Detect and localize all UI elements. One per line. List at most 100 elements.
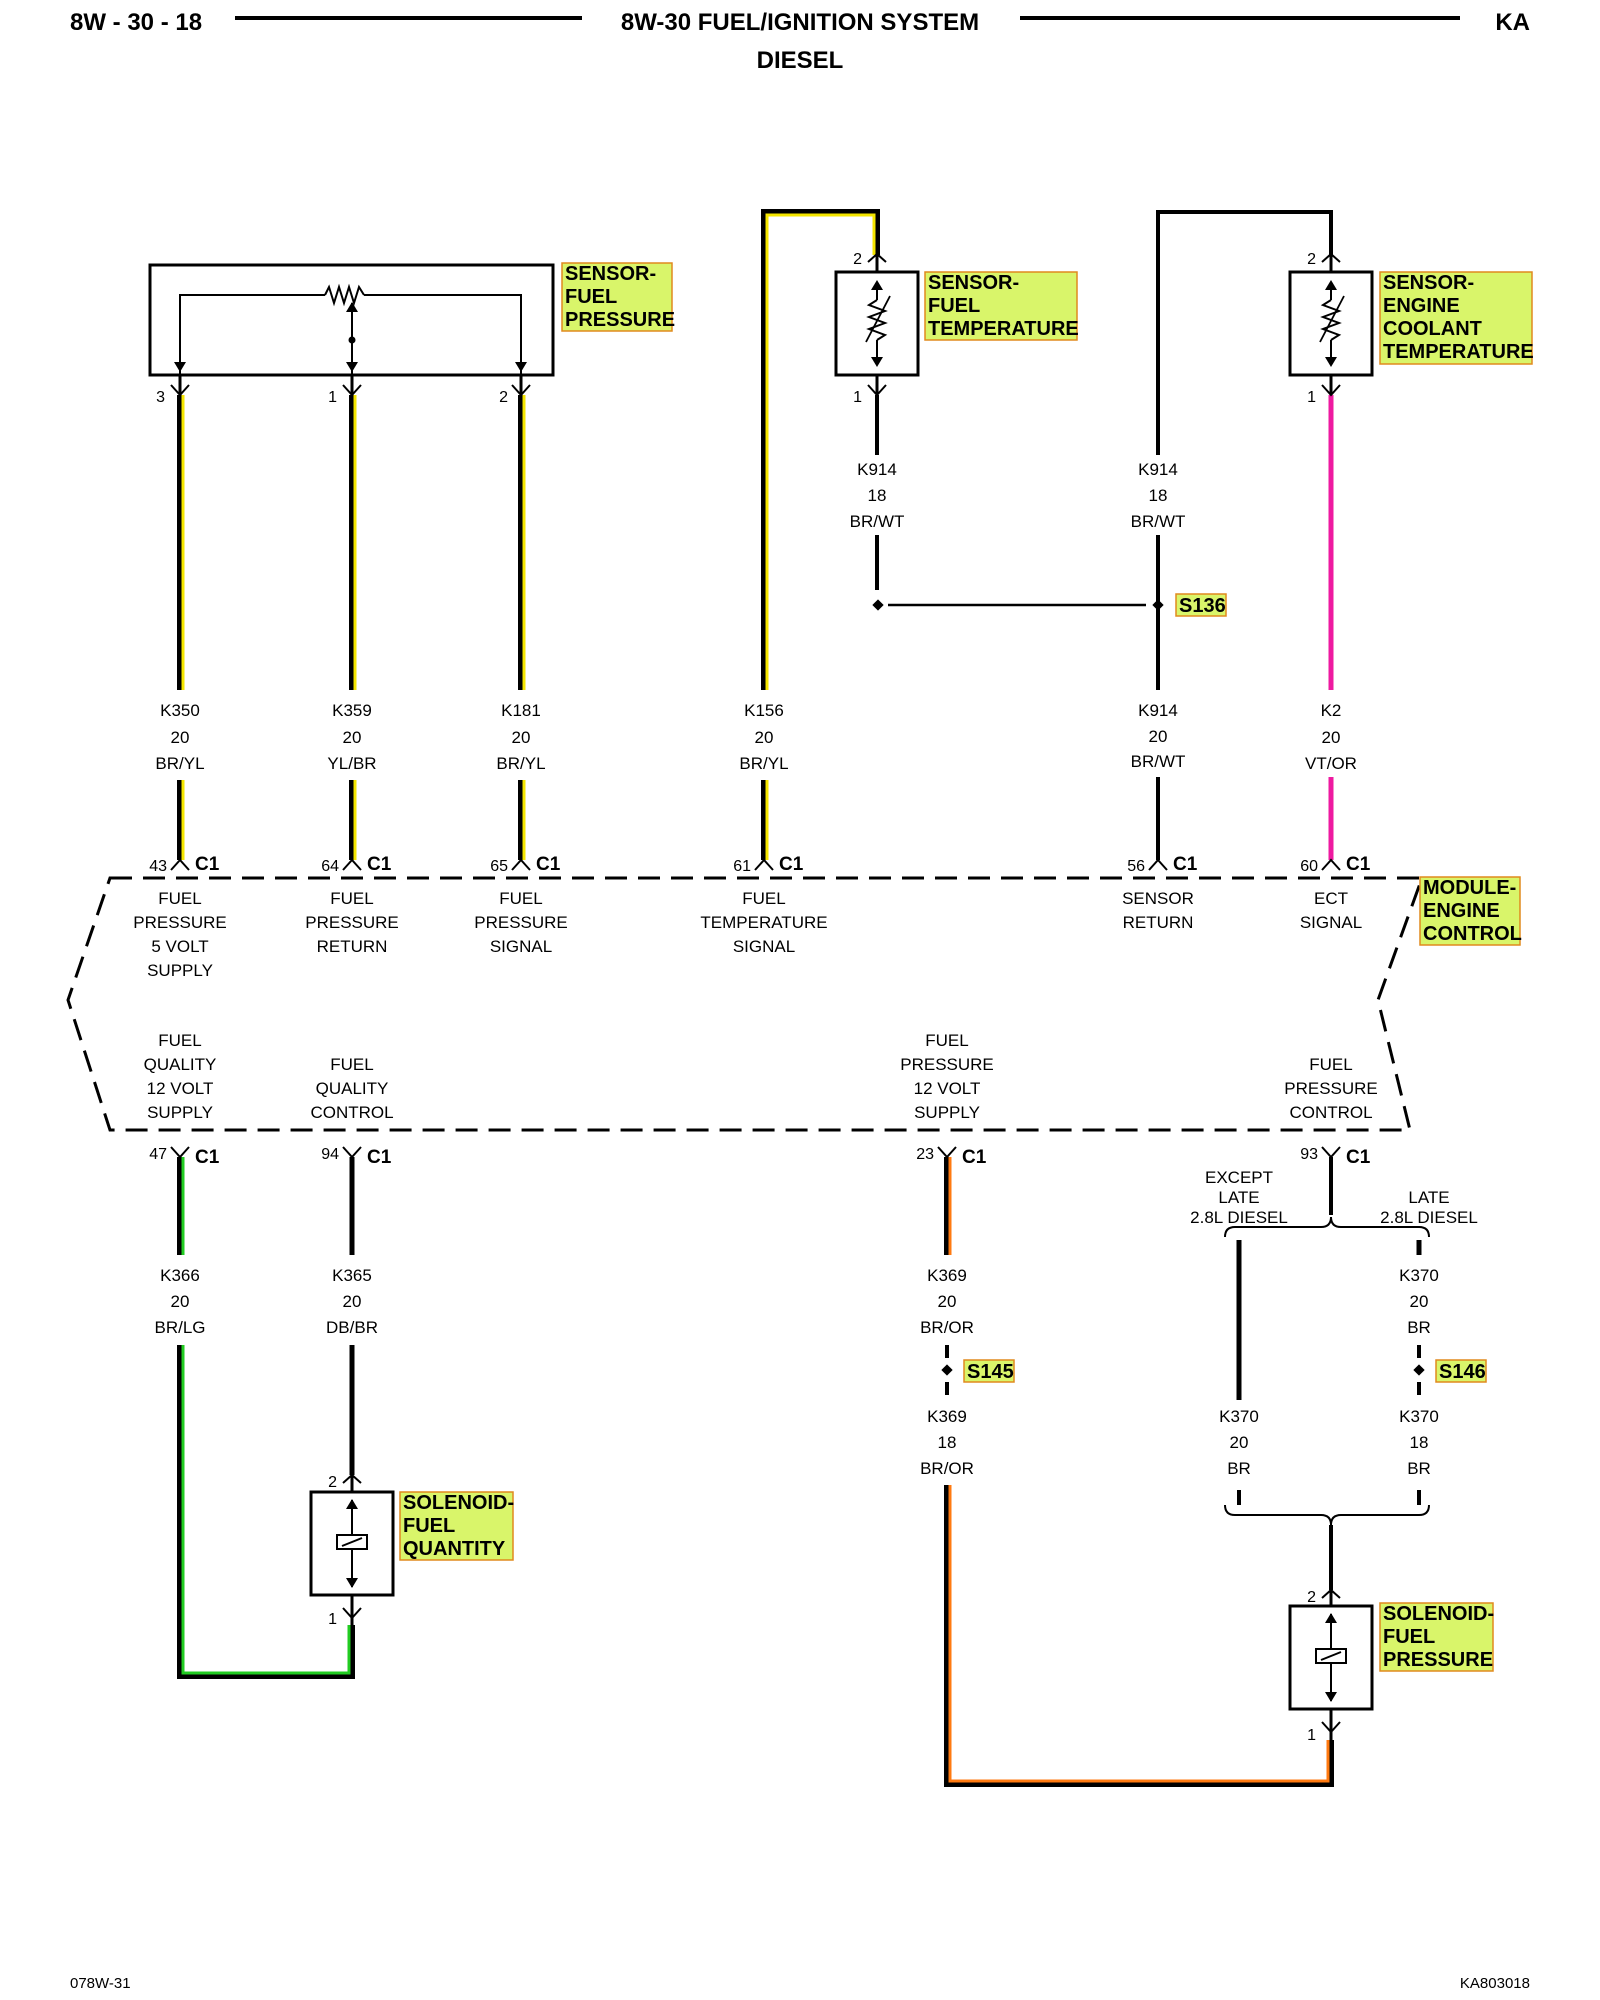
upper-wire-labels: K914 18 BR/WT K914 18 BR/WT	[850, 460, 1186, 531]
svg-text:20: 20	[755, 728, 774, 747]
svg-text:SENSOR-: SENSOR-	[565, 263, 656, 285]
svg-text:C1: C1	[367, 1147, 392, 1168]
svg-text:CONTROL: CONTROL	[310, 1103, 393, 1122]
svg-text:K181: K181	[501, 701, 541, 720]
svg-text:S145: S145	[967, 1361, 1014, 1383]
page-number: 8W - 30 - 18	[70, 9, 202, 36]
svg-text:C1: C1	[195, 1147, 220, 1168]
svg-text:61: 61	[733, 858, 751, 875]
svg-text:FUEL: FUEL	[158, 1031, 201, 1050]
fuel-pressure-sensor	[148, 263, 555, 377]
svg-text:K914: K914	[1138, 701, 1178, 720]
splice-s145: S145	[941, 1359, 1015, 1383]
svg-text:BR: BR	[1227, 1459, 1251, 1478]
svg-text:FUEL: FUEL	[928, 295, 980, 317]
svg-text:PRESSURE: PRESSURE	[133, 913, 227, 932]
svg-text:K370: K370	[1219, 1407, 1259, 1426]
svg-text:12 VOLT: 12 VOLT	[914, 1079, 981, 1098]
svg-text:FUEL: FUEL	[565, 286, 617, 308]
svg-text:QUALITY: QUALITY	[316, 1079, 389, 1098]
splice-s136: S136	[872, 593, 1227, 617]
svg-text:ECT: ECT	[1314, 889, 1348, 908]
svg-text:BR/OR: BR/OR	[920, 1459, 974, 1478]
svg-text:PRESSURE: PRESSURE	[1284, 1079, 1378, 1098]
svg-text:FUEL: FUEL	[742, 889, 785, 908]
wire-k914-fts	[875, 395, 1146, 607]
svg-text:YL/BR: YL/BR	[327, 754, 376, 773]
svg-text:COOLANT: COOLANT	[1383, 318, 1482, 340]
label-coolant-temperature-sensor: SENSOR- ENGINE COOLANT TEMPERATURE	[1379, 271, 1534, 365]
svg-text:C1: C1	[1173, 854, 1198, 875]
svg-text:60: 60	[1300, 858, 1318, 875]
svg-text:K370: K370	[1399, 1266, 1439, 1285]
top-wire-labels: K350 20 BR/YL K359 20 YL/BR K181 20 BR/Y…	[150, 697, 1361, 777]
svg-text:SIGNAL: SIGNAL	[733, 937, 795, 956]
svg-text:2: 2	[328, 1474, 337, 1491]
svg-text:C1: C1	[536, 854, 561, 875]
svg-text:S136: S136	[1179, 595, 1226, 617]
svg-text:LATE: LATE	[1408, 1188, 1449, 1207]
svg-text:S146: S146	[1439, 1361, 1486, 1383]
svg-text:FUEL: FUEL	[499, 889, 542, 908]
svg-text:FUEL: FUEL	[1309, 1055, 1352, 1074]
svg-text:2.8L DIESEL: 2.8L DIESEL	[1190, 1208, 1288, 1227]
coolant-temperature-sensor	[1288, 270, 1374, 377]
svg-text:56: 56	[1127, 858, 1145, 875]
svg-text:QUALITY: QUALITY	[144, 1055, 217, 1074]
svg-text:C1: C1	[195, 854, 220, 875]
svg-text:PRESSURE: PRESSURE	[900, 1055, 994, 1074]
svg-text:18: 18	[1410, 1433, 1429, 1452]
svg-text:12 VOLT: 12 VOLT	[147, 1079, 214, 1098]
svg-text:PRESSURE: PRESSURE	[1383, 1649, 1493, 1671]
svg-text:SENSOR-: SENSOR-	[1383, 272, 1474, 294]
svg-text:47: 47	[149, 1146, 167, 1163]
svg-text:20: 20	[1410, 1292, 1429, 1311]
svg-text:EXCEPT: EXCEPT	[1205, 1168, 1273, 1187]
svg-text:1: 1	[853, 389, 862, 406]
ecm-top-pins: 43 C1 64 C1 65 C1 61 C1 56 C1 60 C1	[149, 854, 1371, 875]
splice-s146: S146	[1413, 1359, 1487, 1383]
svg-text:65: 65	[490, 858, 508, 875]
wire-k350	[177, 395, 185, 860]
svg-text:SOLENOID-: SOLENOID-	[403, 1492, 514, 1514]
svg-text:FUEL: FUEL	[330, 1055, 373, 1074]
svg-text:BR/YL: BR/YL	[739, 754, 788, 773]
ecm-bottom-functions: FUEL QUALITY 12 VOLT SUPPLY FUEL QUALITY…	[144, 1031, 1378, 1122]
svg-text:C1: C1	[1346, 854, 1371, 875]
wire-k181	[518, 395, 526, 860]
wire-k914-ects	[1156, 210, 1333, 860]
svg-text:CONTROL: CONTROL	[1423, 923, 1522, 945]
svg-text:TEMPERATURE: TEMPERATURE	[700, 913, 827, 932]
svg-text:TEMPERATURE: TEMPERATURE	[928, 318, 1079, 340]
wire-k370	[1224, 1157, 1430, 1590]
svg-text:20: 20	[1149, 727, 1168, 746]
svg-text:K914: K914	[1138, 460, 1178, 479]
svg-text:K366: K366	[160, 1266, 200, 1285]
svg-text:QUANTITY: QUANTITY	[403, 1538, 506, 1560]
svg-text:TEMPERATURE: TEMPERATURE	[1383, 341, 1534, 363]
svg-text:BR: BR	[1407, 1459, 1431, 1478]
svg-text:C1: C1	[962, 1147, 987, 1168]
svg-text:94: 94	[321, 1146, 339, 1163]
svg-text:SUPPLY: SUPPLY	[147, 961, 213, 980]
model-code: KA	[1495, 9, 1530, 36]
svg-text:K350: K350	[160, 701, 200, 720]
option-labels: EXCEPT LATE 2.8L DIESEL LATE 2.8L DIESEL	[1190, 1168, 1478, 1227]
svg-text:1: 1	[1307, 389, 1316, 406]
svg-text:2: 2	[853, 251, 862, 268]
ecm-outline	[66, 876, 1425, 1132]
svg-text:SOLENOID-: SOLENOID-	[1383, 1603, 1494, 1625]
svg-text:CONTROL: CONTROL	[1289, 1103, 1372, 1122]
svg-text:BR/YL: BR/YL	[155, 754, 204, 773]
ecm-bottom-pins: 47 C1 94 C1 23 C1 93 C1	[149, 1146, 1371, 1168]
svg-text:PRESSURE: PRESSURE	[474, 913, 568, 932]
svg-text:BR/YL: BR/YL	[496, 754, 545, 773]
wire-k156	[761, 209, 880, 860]
svg-text:K914: K914	[857, 460, 897, 479]
fuel-pressure-solenoid: 2 1	[1288, 1588, 1374, 1744]
svg-text:23: 23	[916, 1146, 934, 1163]
ecm-top-functions: FUEL PRESSURE 5 VOLT SUPPLY FUEL PRESSUR…	[133, 889, 1362, 980]
label-fuel-temperature-sensor: SENSOR- FUEL TEMPERATURE	[924, 271, 1079, 341]
svg-text:20: 20	[171, 1292, 190, 1311]
